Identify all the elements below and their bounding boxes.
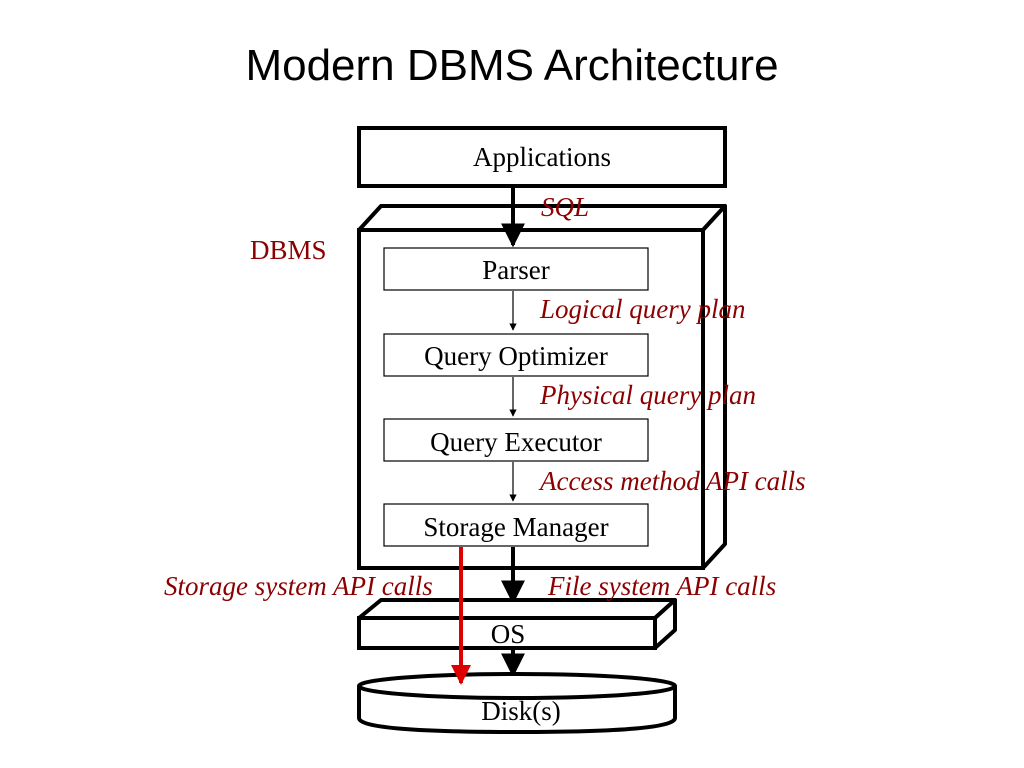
os-label: OS <box>491 619 526 649</box>
os-box: OS <box>357 598 677 650</box>
disk-cylinder: Disk(s) <box>357 672 677 735</box>
disk-label: Disk(s) <box>481 696 561 726</box>
storage-system-annotation: Storage system API calls <box>164 571 433 601</box>
applications-box: Applications <box>357 126 727 188</box>
storage-manager-box: Storage Manager <box>383 503 649 547</box>
parser-label: Parser <box>482 255 549 285</box>
physical-plan-annotation: Physical query plan <box>539 380 756 410</box>
logical-plan-annotation: Logical query plan <box>539 294 745 324</box>
applications-label: Applications <box>473 142 611 172</box>
access-method-annotation: Access method API calls <box>538 466 806 496</box>
storage-manager-label: Storage Manager <box>423 512 608 542</box>
dbms-label: DBMS <box>250 235 327 265</box>
file-system-annotation: File system API calls <box>547 571 776 601</box>
slide-title: Modern DBMS Architecture <box>245 41 779 90</box>
query-executor-box: Query Executor <box>383 418 649 462</box>
sql-annotation: SQL <box>541 192 589 222</box>
parser-box: Parser <box>383 247 649 291</box>
query-optimizer-box: Query Optimizer <box>383 333 649 377</box>
query-optimizer-label: Query Optimizer <box>424 341 608 371</box>
query-executor-label: Query Executor <box>430 427 602 457</box>
